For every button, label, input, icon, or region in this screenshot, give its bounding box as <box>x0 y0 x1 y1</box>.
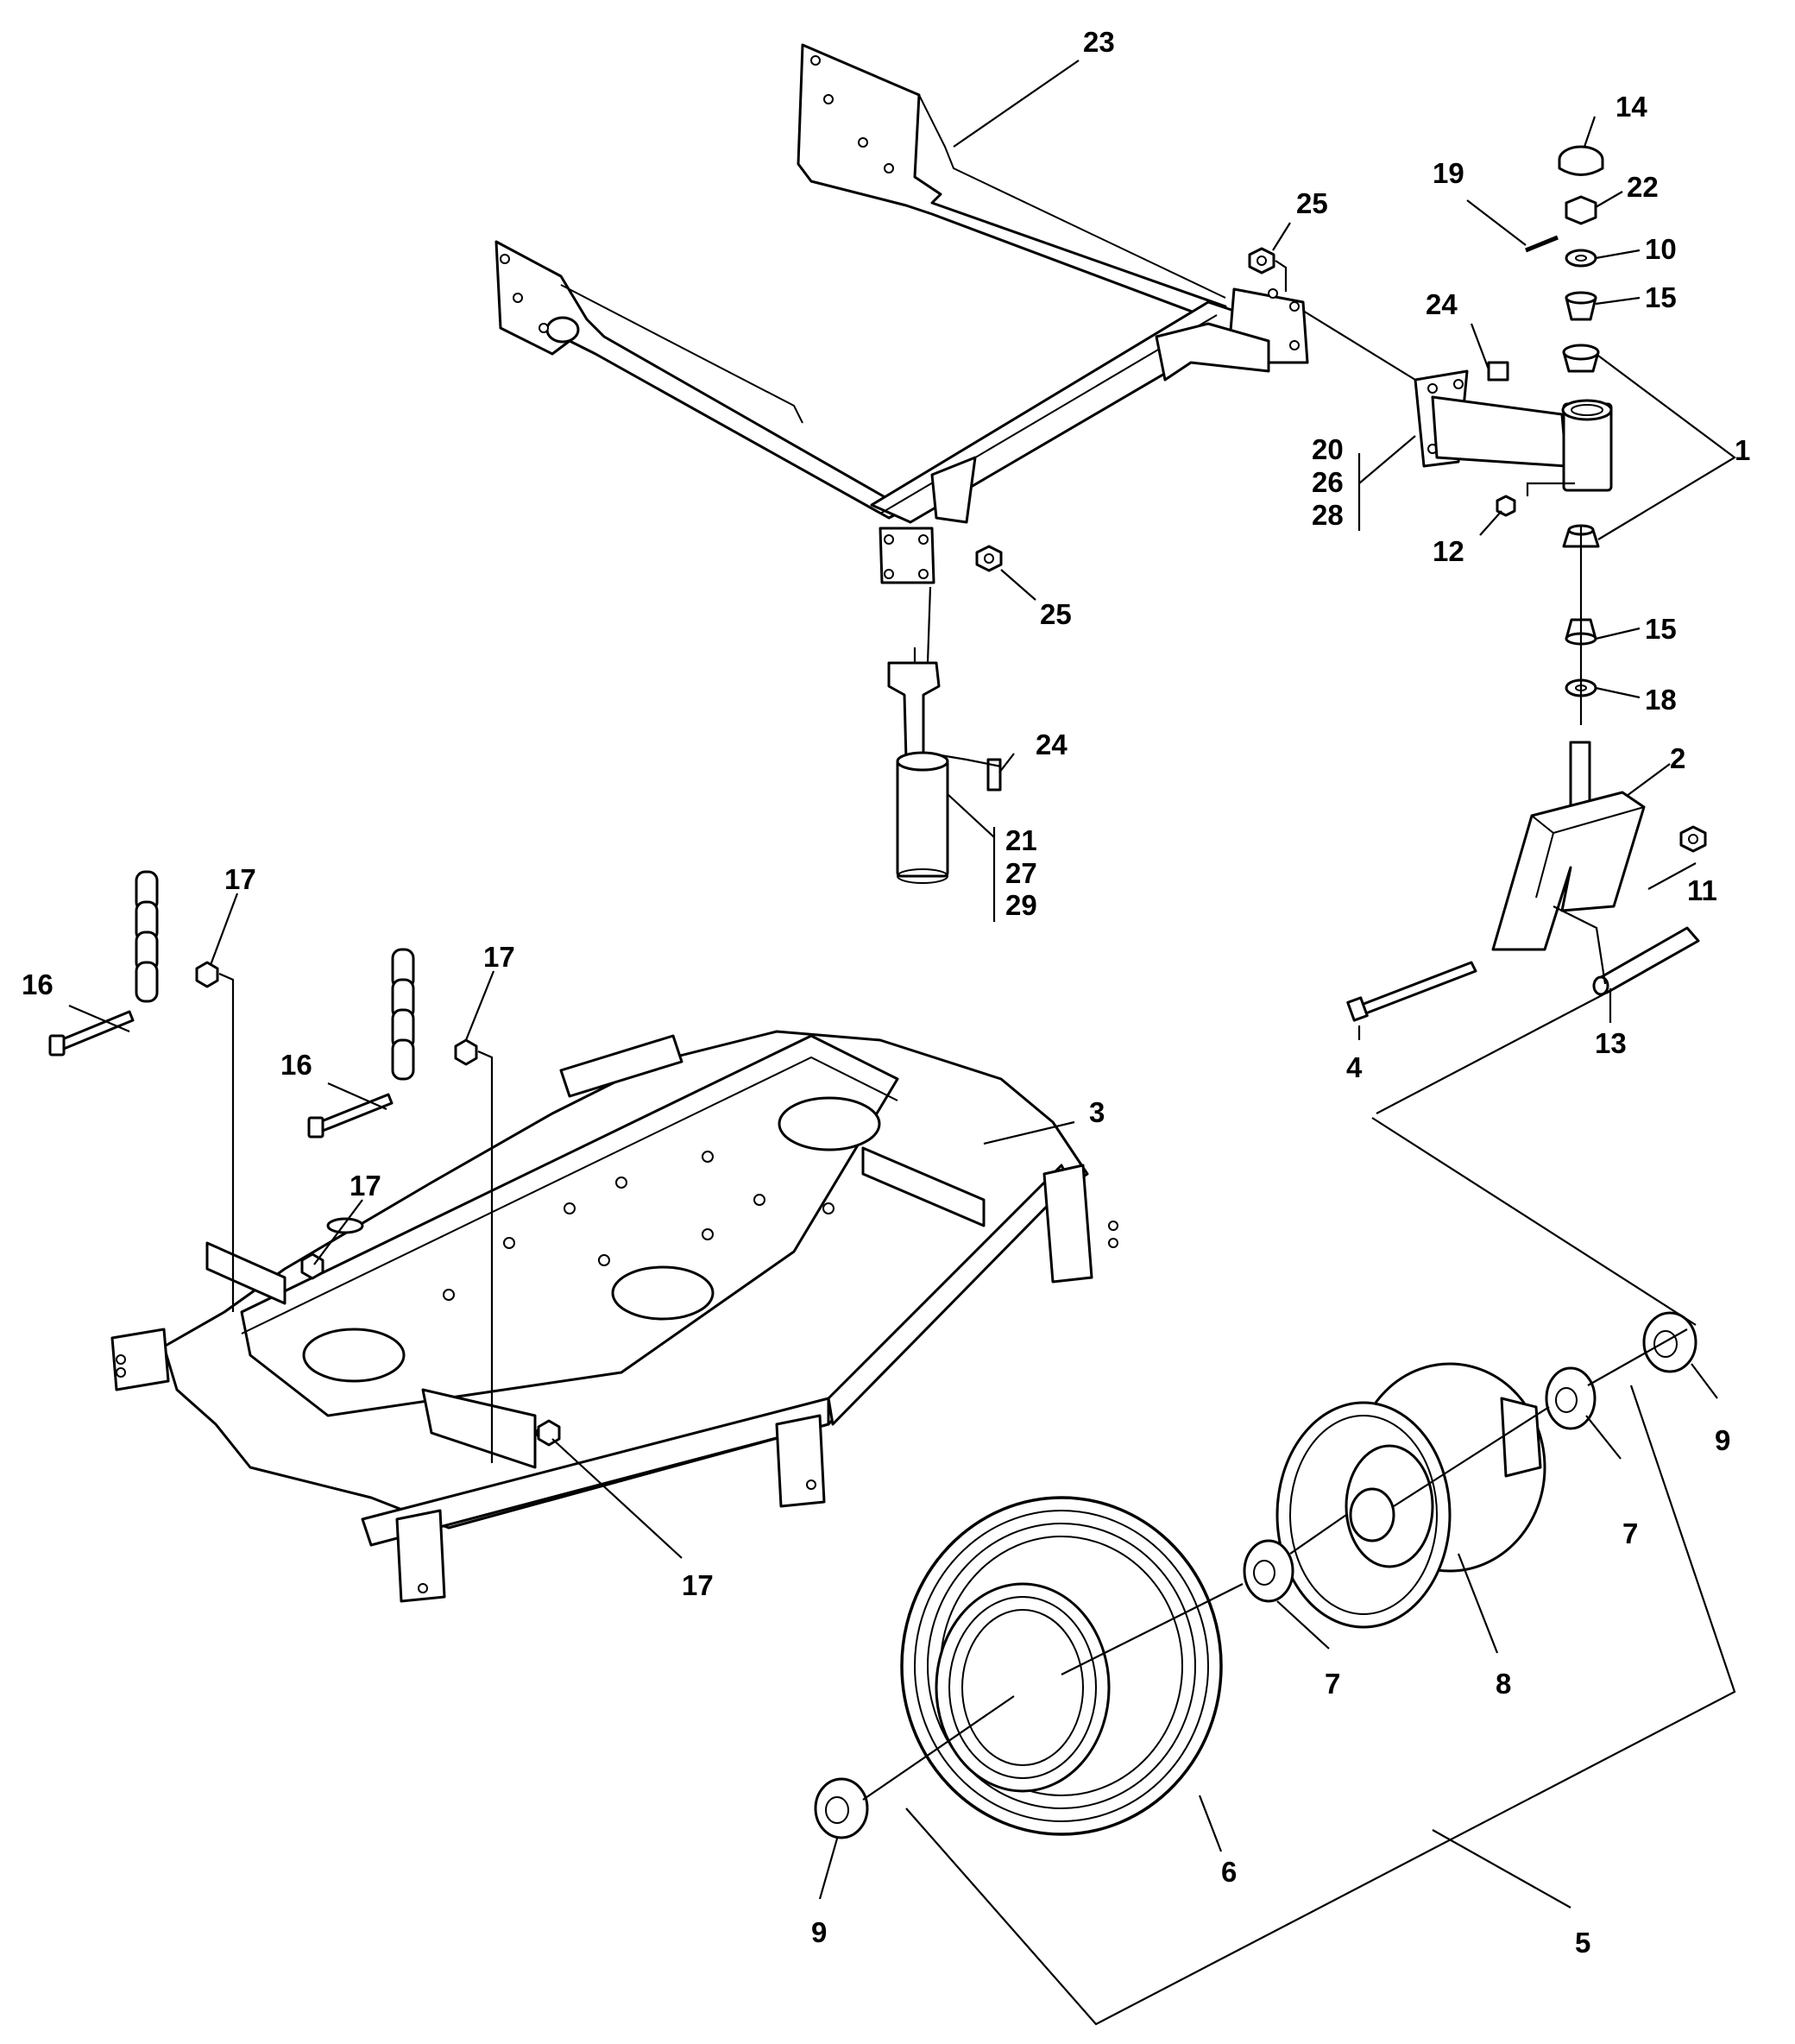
callout-21: 21 <box>1005 824 1037 856</box>
callout-16: 16 <box>22 968 54 1000</box>
callout-28: 28 <box>1312 499 1344 531</box>
bearing-cone-15-upper <box>1565 291 1597 321</box>
callout-17: 17 <box>224 863 256 895</box>
callout-13: 13 <box>1595 1027 1627 1059</box>
rim-hub-8 <box>1275 1362 1546 1629</box>
bolt-16-left <box>48 1010 135 1057</box>
nut-25-lower <box>975 545 1003 572</box>
deck-support-frame <box>494 43 1309 584</box>
callout-17: 17 <box>350 1170 381 1202</box>
callout-1: 1 <box>1735 434 1750 466</box>
callout-29: 29 <box>1005 889 1037 921</box>
chain-middle <box>391 948 415 1081</box>
nut-25-upper <box>1248 247 1275 274</box>
callout-10: 10 <box>1645 233 1677 265</box>
axle-bolt-4 <box>1346 961 1477 1022</box>
caster-fork-2 <box>1491 741 1646 951</box>
nut-11 <box>1679 825 1707 853</box>
callout-27: 27 <box>1005 857 1037 889</box>
callout-12: 12 <box>1433 535 1464 567</box>
cotter-pin-19 <box>1525 235 1559 253</box>
callout-9: 9 <box>811 1916 827 1948</box>
callout-19: 19 <box>1433 157 1464 189</box>
callout-2: 2 <box>1670 742 1685 774</box>
callout-5: 5 <box>1575 1927 1590 1959</box>
callout-26: 26 <box>1312 466 1344 498</box>
spacer-tube-13 <box>1592 926 1700 996</box>
callout-24: 24 <box>1036 729 1068 760</box>
spacer-9-inner <box>814 1777 869 1839</box>
callout-11: 11 <box>1687 874 1717 906</box>
chain-left <box>135 870 159 1003</box>
bearing-cup-1-lower <box>1562 524 1600 548</box>
nut-12 <box>1496 495 1516 517</box>
spacer-9-outer <box>1642 1311 1697 1373</box>
callout-14: 14 <box>1616 91 1647 123</box>
callout-22: 22 <box>1627 171 1659 203</box>
washer-10 <box>1565 249 1597 268</box>
callout-17: 17 <box>682 1569 714 1601</box>
nut-17-a <box>195 961 219 988</box>
caster-arm-right <box>1414 361 1613 492</box>
callout-15: 15 <box>1645 613 1677 645</box>
caster-arm-left <box>887 661 1002 884</box>
callout-24: 24 <box>1426 288 1458 320</box>
bearing-7-inner <box>1243 1539 1294 1603</box>
castle-nut-22 <box>1565 195 1597 225</box>
callout-8: 8 <box>1496 1668 1511 1700</box>
callout-23: 23 <box>1083 26 1115 58</box>
nut-17-d <box>537 1419 561 1447</box>
bolt-16-middle <box>307 1093 394 1139</box>
mower-deck <box>110 1030 1118 1603</box>
callout-16: 16 <box>280 1049 312 1081</box>
nut-17-b <box>454 1038 478 1066</box>
callout-17: 17 <box>483 941 515 973</box>
dust-cap-14 <box>1558 145 1604 176</box>
callout-3: 3 <box>1089 1096 1105 1128</box>
callout-7: 7 <box>1325 1668 1340 1700</box>
bearing-7-outer <box>1545 1366 1597 1430</box>
callout-20: 20 <box>1312 433 1344 465</box>
wheel-tire-6 <box>900 1496 1223 1836</box>
callout-4: 4 <box>1346 1051 1363 1083</box>
callout-25: 25 <box>1040 598 1072 630</box>
callout-labels: 23 14 19 22 25 10 15 24 1 20 26 28 12 25… <box>22 26 1750 1959</box>
bearing-cup-1-upper <box>1562 344 1600 373</box>
callout-18: 18 <box>1645 684 1677 716</box>
callout-25: 25 <box>1296 187 1328 219</box>
callout-6: 6 <box>1221 1856 1237 1888</box>
callout-15: 15 <box>1645 281 1677 313</box>
callout-7: 7 <box>1622 1517 1638 1549</box>
callout-9: 9 <box>1715 1424 1730 1456</box>
leader-lines <box>68 60 1736 2026</box>
